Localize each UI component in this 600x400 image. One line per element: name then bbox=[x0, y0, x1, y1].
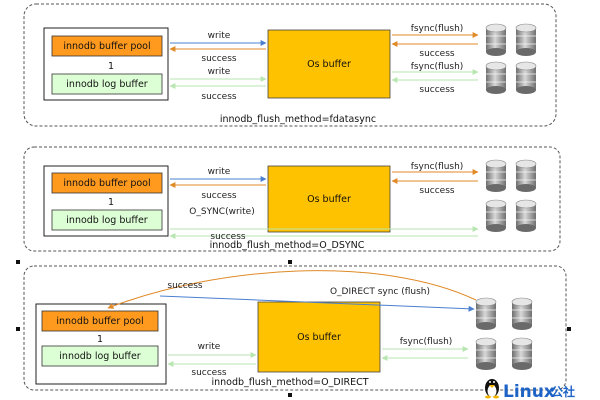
linux-brand: Linux bbox=[503, 382, 555, 400]
one-label: 1 bbox=[108, 61, 114, 72]
selection-handle bbox=[16, 260, 20, 264]
success-label: success bbox=[201, 191, 237, 201]
disk-icon bbox=[515, 61, 537, 95]
panel-odsync: innodb buffer pool 1 innodb log buffer O… bbox=[23, 146, 561, 252]
buffer-pool-label: innodb buffer pool bbox=[63, 41, 150, 52]
disk-icon bbox=[515, 199, 537, 233]
os-buffer-label: Os buffer bbox=[307, 59, 351, 70]
odirect-arrow bbox=[159, 295, 475, 312]
os-buffer-box bbox=[257, 301, 381, 373]
disk-icon bbox=[485, 61, 507, 95]
disk-icon bbox=[485, 159, 507, 193]
success-log-label: success bbox=[201, 92, 237, 102]
panel-caption: innodb_flush_method=O_DIRECT bbox=[211, 377, 368, 388]
buffer-pool-label: innodb buffer pool bbox=[56, 316, 143, 327]
write-label: write bbox=[208, 31, 231, 41]
penguin-icon bbox=[485, 379, 499, 399]
disk-icon bbox=[515, 23, 537, 57]
disk-icon bbox=[475, 297, 497, 331]
success-arc-arrow bbox=[107, 270, 477, 309]
odirect-label: O_DIRECT sync (flush) bbox=[330, 287, 430, 297]
one-label: 1 bbox=[97, 334, 103, 345]
osync-success-label: success bbox=[210, 232, 246, 242]
one-label: 1 bbox=[108, 197, 114, 208]
fsync-label: fsync(flush) bbox=[411, 162, 464, 172]
linux-brand-suffix: 公社 bbox=[551, 384, 575, 399]
panel-border bbox=[23, 146, 561, 252]
os-buffer-label: Os buffer bbox=[297, 332, 341, 343]
selection-handle bbox=[16, 327, 20, 331]
panel-border bbox=[23, 3, 557, 127]
disk-icon bbox=[515, 159, 537, 193]
write-log-label: write bbox=[208, 67, 231, 77]
success-label: success bbox=[201, 54, 237, 64]
fsync-success-label: success bbox=[419, 49, 455, 59]
log-buffer-box bbox=[41, 345, 159, 367]
panel-caption: innodb_flush_method=O_DSYNC bbox=[210, 240, 365, 251]
disk-icon bbox=[475, 337, 497, 371]
disk-icon bbox=[511, 337, 533, 371]
success-arc-label: success bbox=[167, 281, 203, 291]
panel-odirect: innodb buffer pool 1 innodb log buffer O… bbox=[16, 260, 571, 397]
buffer-pool-box bbox=[51, 172, 163, 194]
log-buffer-box bbox=[51, 73, 163, 95]
success-label: success bbox=[191, 368, 227, 378]
os-buffer-box bbox=[267, 29, 391, 99]
osync-write-label: O_SYNC(write) bbox=[189, 207, 254, 217]
disk-icon bbox=[485, 199, 507, 233]
log-buffer-label: innodb log buffer bbox=[66, 79, 148, 90]
write-label: write bbox=[208, 167, 231, 177]
fsync-log-label: fsync(flush) bbox=[411, 62, 464, 72]
disk-icon bbox=[511, 297, 533, 331]
buffer-pool-box bbox=[51, 35, 163, 57]
selection-handle bbox=[288, 393, 292, 397]
os-buffer-box bbox=[267, 165, 391, 233]
panel-border bbox=[23, 265, 567, 391]
linux-watermark: Linux 公社 bbox=[485, 379, 575, 400]
fsync-success-label: success bbox=[419, 186, 455, 196]
buffer-pool-box bbox=[41, 310, 159, 332]
panel-fdatasync: innodb buffer pool 1 innodb log buffer O… bbox=[23, 3, 557, 127]
log-buffer-label: innodb log buffer bbox=[59, 351, 141, 362]
buffer-pool-label: innodb buffer pool bbox=[63, 178, 150, 189]
log-buffer-label: innodb log buffer bbox=[66, 215, 148, 226]
fsync-label: fsync(flush) bbox=[400, 337, 453, 347]
selection-handle bbox=[288, 260, 292, 264]
panel-caption: innodb_flush_method=fdatasync bbox=[220, 114, 376, 125]
fsync-log-success-label: success bbox=[419, 85, 455, 95]
fsync-label: fsync(flush) bbox=[411, 24, 464, 34]
log-buffer-box bbox=[51, 209, 163, 231]
disk-icon bbox=[485, 23, 507, 57]
os-buffer-label: Os buffer bbox=[307, 194, 351, 205]
write-label: write bbox=[198, 342, 221, 352]
selection-handle bbox=[567, 327, 571, 331]
